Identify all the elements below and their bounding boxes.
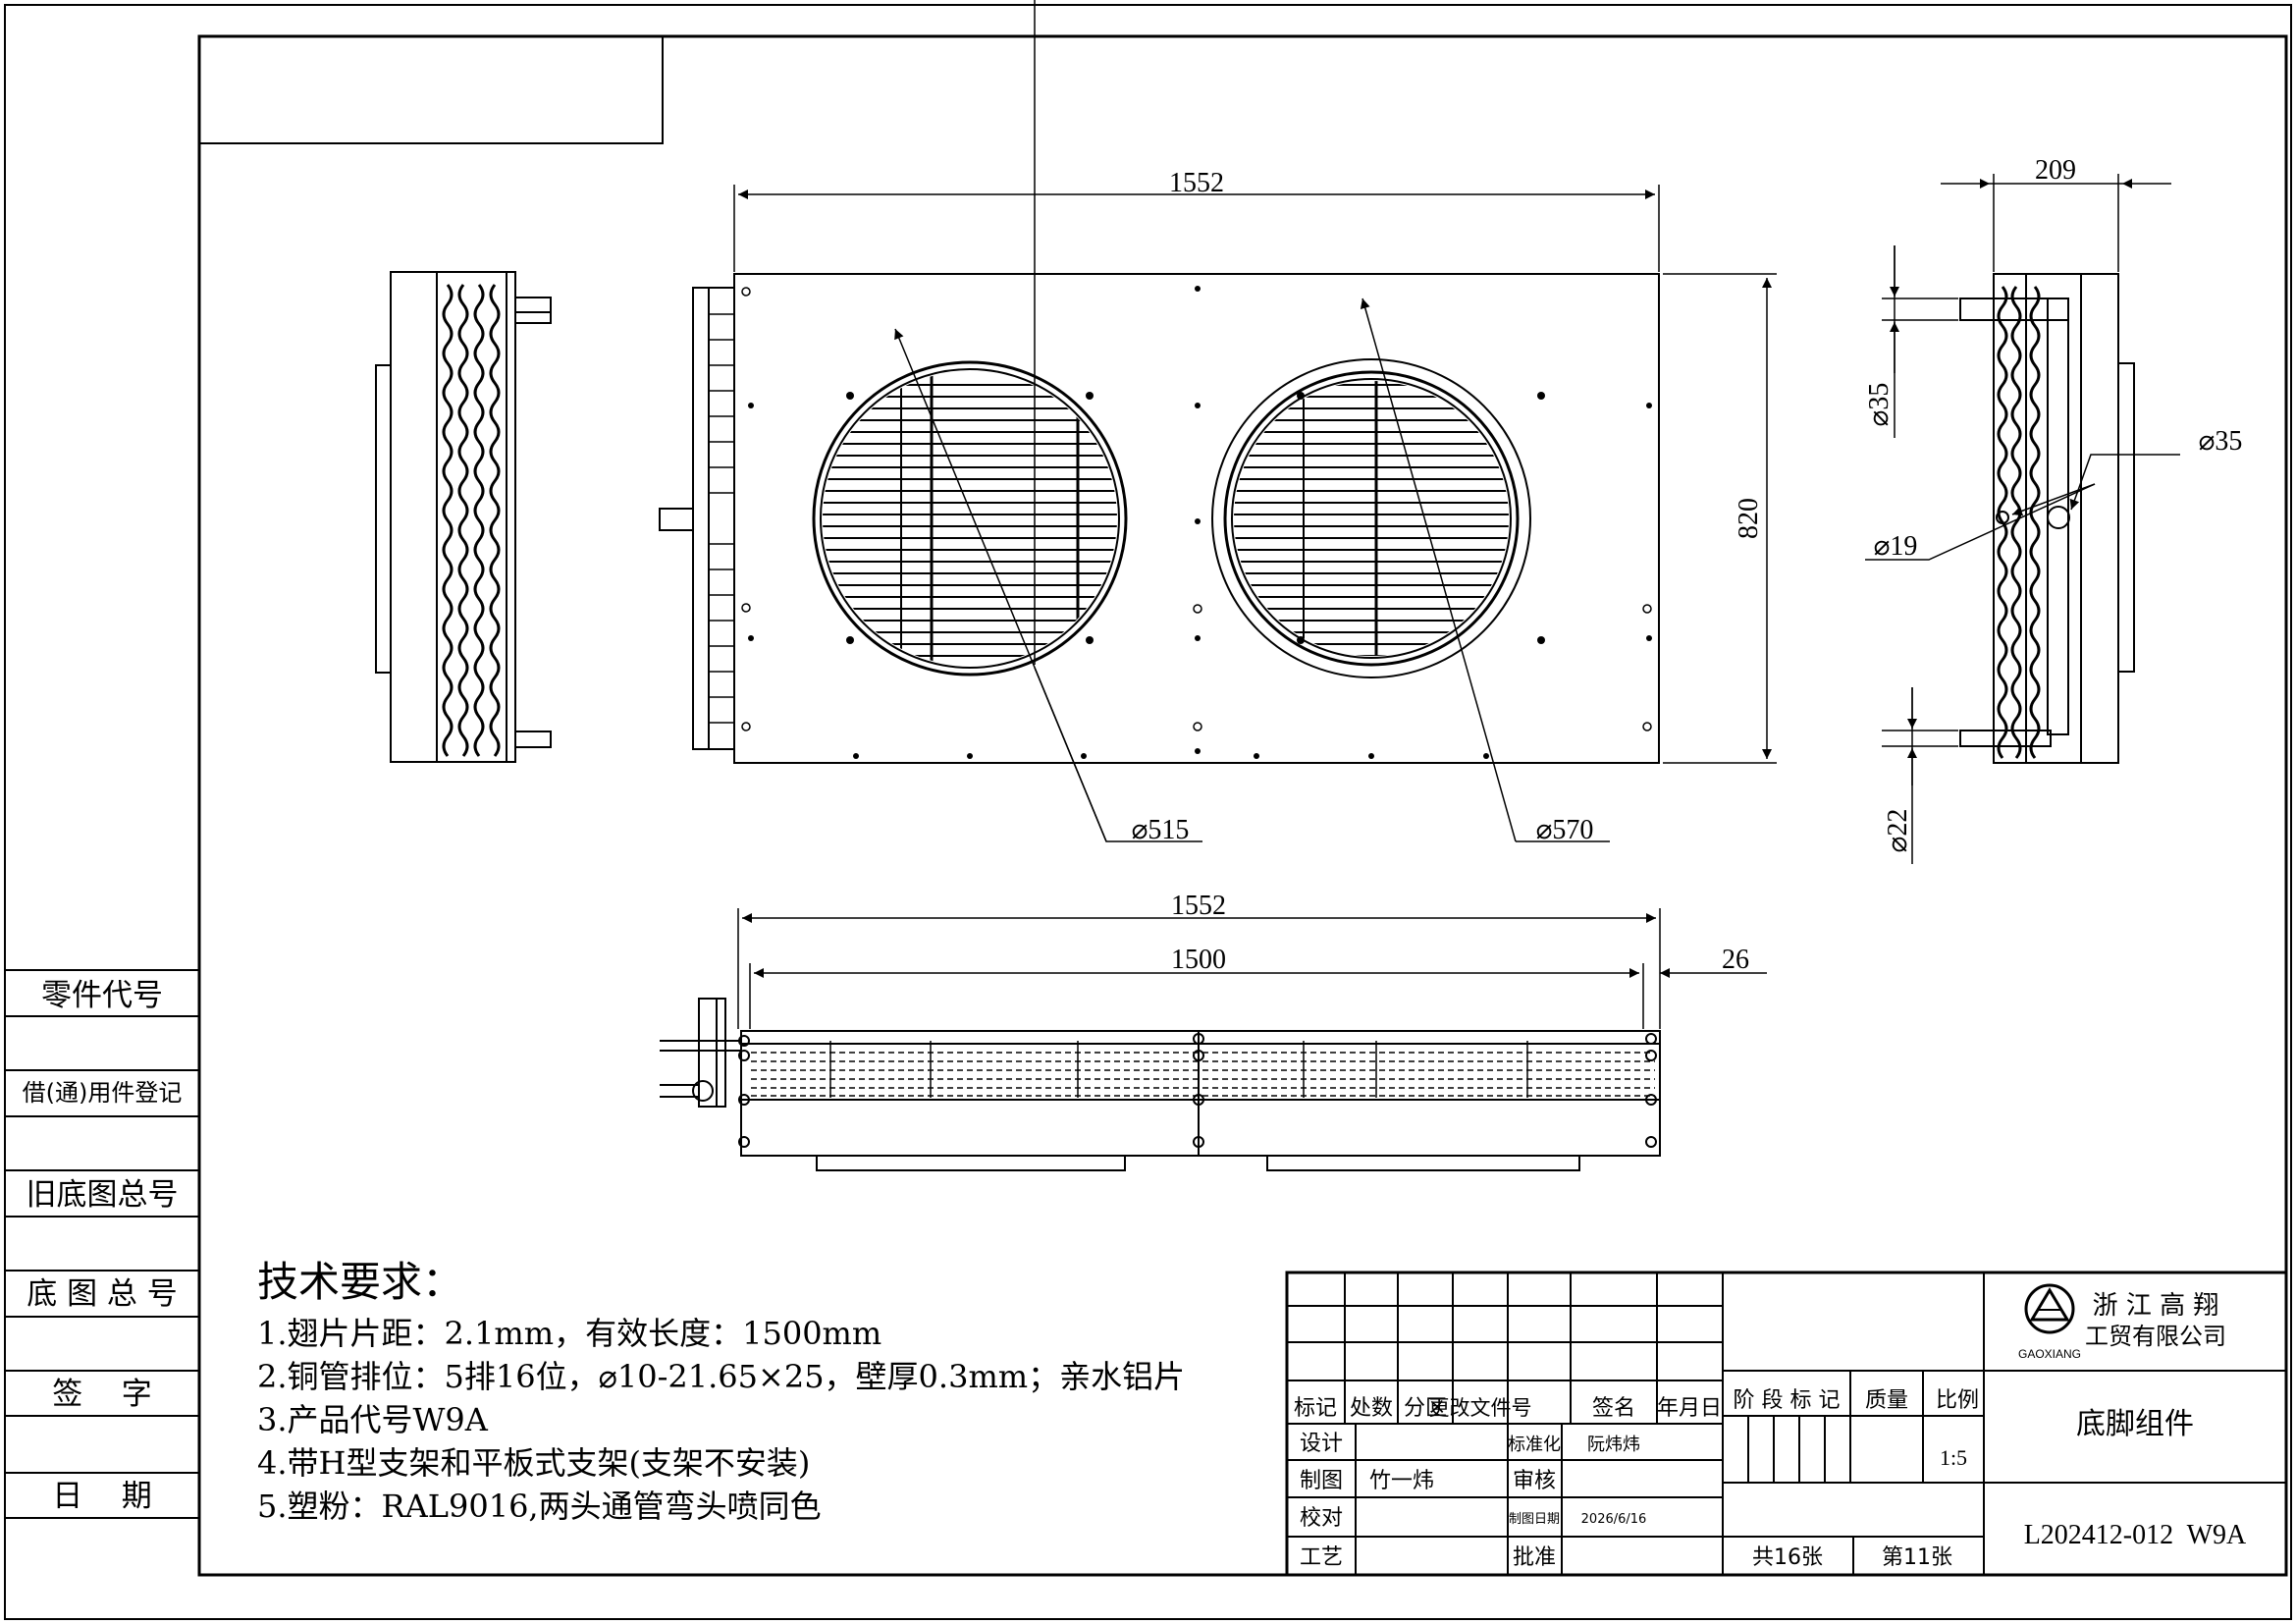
dim-pipe-top: ⌀35: [1864, 383, 1895, 427]
tb-header-zone: 分区: [1404, 1396, 1447, 1421]
tech-requirement-5: 5.塑粉：RAL9016,两头通管弯头喷同色: [257, 1488, 822, 1525]
tb-review: 审核: [1513, 1469, 1556, 1493]
tb-process: 工艺: [1300, 1545, 1343, 1570]
tb-drawing-no: L202412-012 W9A: [2024, 1520, 2247, 1550]
right-view-dimensions: [1865, 174, 2180, 864]
tb-header-mark: 标记: [1294, 1396, 1337, 1421]
dim-pipe-right: ⌀35: [2199, 426, 2243, 457]
tb-drawn-name: 竹一炜: [1369, 1469, 1434, 1493]
title-block-grid: [1285, 1271, 2288, 1577]
tb-scale: 1:5: [1940, 1445, 1967, 1470]
label-base-number: 底 图 总 号: [27, 1276, 178, 1312]
tech-requirement-3: 3.产品代号W9A: [257, 1401, 488, 1438]
tech-requirement-4: 4.带H型支架和平板式支架(支架不安装): [257, 1444, 811, 1482]
right-side-view: [1959, 273, 2135, 764]
tb-total-sheets: 共16张: [1752, 1545, 1823, 1570]
tb-drawn: 制图: [1300, 1469, 1343, 1493]
dim-front-width: 1552: [1169, 168, 1224, 198]
tech-requirements-heading: 技术要求：: [257, 1258, 464, 1306]
tech-requirement-2: 2.铜管排位：5排16位，⌀10-21.65×25，壁厚0.3mm；亲水铝片: [257, 1358, 1186, 1395]
company-logo: GAOXIANG: [2018, 1283, 2081, 1361]
tb-approve: 批准: [1513, 1545, 1556, 1570]
drawing-frame: [197, 34, 2288, 1577]
dim-fan-570: ⌀570: [1536, 815, 1594, 845]
label-old-base-number: 旧底图总号: [27, 1177, 179, 1213]
top-left-box: [198, 35, 664, 144]
tb-stage-label: 阶 段 标 记: [1734, 1388, 1841, 1413]
front-view-dimensions: [733, 0, 1777, 842]
tb-company-line1: 浙 江 高 翔: [2093, 1291, 2219, 1321]
dim-fan-515: ⌀515: [1132, 815, 1190, 845]
tech-requirement-1: 1.翅片片距：2.1mm，有效长度：1500mm: [257, 1315, 882, 1352]
label-signature: 签 字: [52, 1377, 151, 1412]
dim-front-height: 820: [1734, 498, 1764, 539]
dim-pipe-bottom: ⌀22: [1883, 809, 1913, 853]
tb-draw-date: 2026/6/16: [1581, 1512, 1647, 1527]
label-part-code: 零件代号: [41, 978, 163, 1013]
front-view: [659, 273, 1660, 764]
tb-standard: 标准化: [1508, 1435, 1561, 1455]
tb-header-count: 处数: [1350, 1396, 1393, 1421]
tb-header-change-doc: 更改文件号: [1429, 1396, 1532, 1420]
tb-check: 校对: [1300, 1506, 1343, 1531]
tech-requirements: 技术要求： 1.翅片片距：2.1mm，有效长度：1500mm 2.铜管排位：5排…: [257, 1255, 1185, 1528]
tb-header-date: 年月日: [1657, 1396, 1722, 1421]
bottom-view-dimensions: [737, 908, 1767, 1029]
dim-bottom-total: 1552: [1171, 891, 1226, 921]
label-borrowed-registry: 借(通)用件登记: [23, 1079, 183, 1107]
dim-pipe-small: ⌀19: [1874, 531, 1918, 562]
dim-bottom-offset: 26: [1722, 945, 1749, 975]
tb-sheet-no: 第11张: [1882, 1545, 1952, 1570]
tb-header-sign: 签名: [1592, 1396, 1635, 1421]
tb-scale-label: 比例: [1936, 1388, 1979, 1413]
tb-standard-name: 阮炜炜: [1587, 1435, 1640, 1455]
dim-bottom-effective: 1500: [1171, 945, 1226, 975]
tb-part-name: 底脚组件: [2076, 1407, 2194, 1441]
tb-design: 设计: [1300, 1432, 1343, 1456]
label-date: 日 期: [52, 1479, 151, 1514]
left-side-view: [375, 271, 552, 763]
tb-mass-label: 质量: [1865, 1388, 1908, 1413]
dim-side-depth: 209: [2035, 155, 2076, 186]
logo-text: GAOXIANG: [2018, 1347, 2081, 1361]
tb-company-line2: 工贸有限公司: [2085, 1323, 2226, 1350]
tb-draw-date-label: 制图日期: [1509, 1512, 1560, 1527]
outer-border: [4, 4, 2292, 1620]
side-label-column: [5, 969, 199, 1519]
bottom-view: [660, 998, 1661, 1171]
